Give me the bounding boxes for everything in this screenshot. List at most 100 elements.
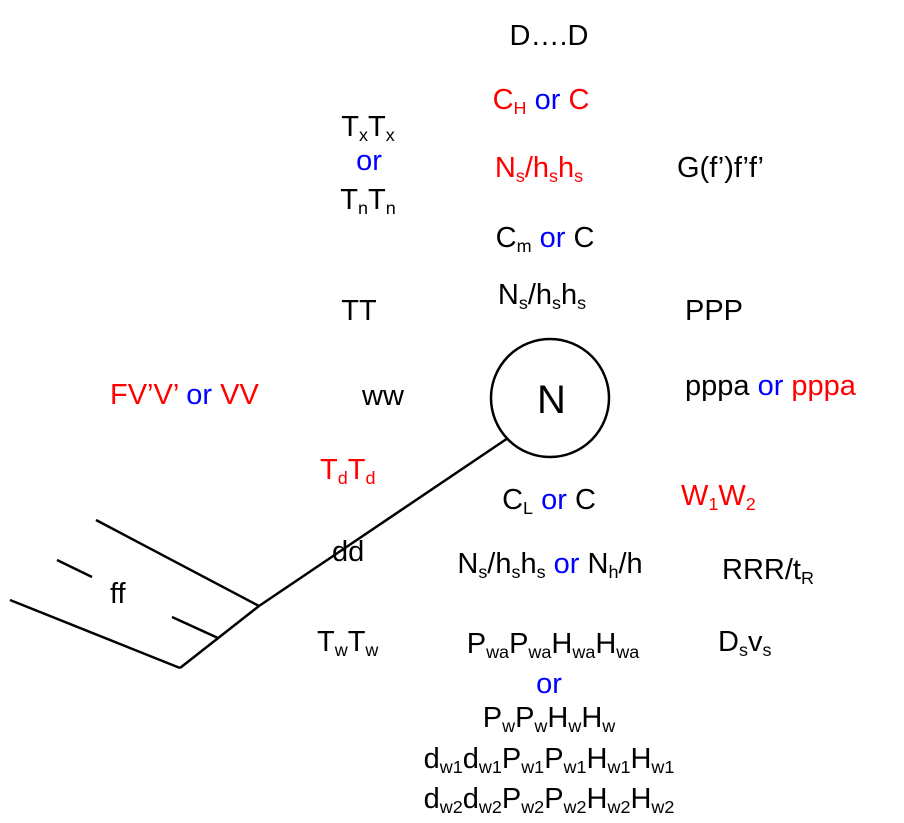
ship-motion-subscript: s (762, 640, 772, 661)
low-cloud-part: or (533, 484, 575, 516)
wind-shaft (258, 436, 509, 608)
wind-speed: ff (110, 580, 126, 609)
wind-speed-part: ff (110, 578, 126, 610)
present-weather: ww (362, 382, 404, 411)
dewpoint: TdTd (320, 454, 376, 489)
temp-max-min: TxTx (341, 111, 395, 146)
high-cloud-part: or (526, 84, 569, 116)
swell-1-part: d (423, 743, 440, 775)
precipitation-subscript: R (800, 568, 814, 589)
high-cloud: CH or C (492, 84, 590, 118)
dewpoint-part: T (320, 454, 338, 486)
swell-2-part: H (630, 783, 652, 815)
sea-temp: TwTw (317, 626, 378, 661)
wave-wa-subscript: wa (616, 642, 640, 663)
high-cloud-part: C (492, 84, 514, 116)
swell-2-subscript: w2 (478, 797, 502, 818)
temp-or-part: or (356, 145, 382, 177)
present-weather-dd: D….D (510, 22, 589, 51)
sea-temp-part: T (347, 626, 366, 658)
geopotential: G(f’)f’f’ (677, 154, 764, 183)
pressure-tendency-part: pppa (685, 370, 750, 402)
temp-min-part: T (368, 184, 386, 216)
swell-2-part: d (423, 783, 440, 815)
past-weather-part: W (681, 480, 709, 512)
swell-1: dw1dw1Pw1Pw1Hw1Hw1 (423, 743, 675, 778)
precipitation-part: RRR/t (722, 554, 801, 586)
wave-or-part: or (536, 668, 562, 700)
temp-max-min-subscript: x (385, 125, 395, 146)
pressure-tendency-part: pppa (791, 370, 856, 402)
swell-1-part: H (630, 743, 652, 775)
wave-wa: PwaPwaHwaHwa (466, 628, 640, 663)
swell-1-part: H (586, 743, 608, 775)
station-circle-letter: N (537, 378, 566, 422)
temp-max-min-subscript: x (359, 125, 368, 146)
swell-2-part: H (586, 783, 608, 815)
sky-cover-low-subscript: s (478, 562, 488, 583)
temp-max-min-part: T (341, 111, 360, 143)
temp-or: or (356, 147, 382, 176)
swell-1-subscript: w1 (521, 757, 545, 778)
wave-w-subscript: w (534, 716, 548, 737)
visibility: FV’V’ or VV (110, 381, 259, 410)
swell-1-part: d (462, 743, 479, 775)
temp-min-part: T (340, 184, 358, 216)
swell-1-part: P (501, 743, 522, 775)
sky-cover-low-subscript: s (536, 562, 546, 583)
sky-cover-high-subscript: s (549, 166, 558, 187)
temp-min: TnTn (340, 184, 396, 219)
swell-2-part: P (501, 783, 522, 815)
mid-cloud-part: or (531, 222, 574, 254)
temp-max-min-part: T (368, 111, 386, 143)
sky-cover-mid-subscript: s (552, 293, 561, 314)
sky-cover-low-part: N (587, 548, 609, 580)
ship-motion-part: v (747, 626, 763, 658)
sky-cover-mid-part: /h (527, 279, 553, 311)
sky-cover-low-part: h (520, 548, 537, 580)
swell-2-part: P (544, 783, 564, 815)
wave-wa-subscript: wa (528, 642, 552, 663)
wave-wa-subscript: wa (486, 642, 510, 663)
wind-direction: dd (332, 538, 364, 567)
ship-motion-subscript: s (738, 640, 748, 661)
sky-cover-low-part: /h (487, 548, 512, 580)
wind-barb-short-right (171, 615, 219, 640)
ship-motion: Dsvs (718, 626, 772, 661)
sky-cover-high-subscript: s (515, 166, 525, 187)
swell-2-subscript: w2 (521, 797, 545, 818)
sky-cover-low-subscript: h (608, 562, 619, 583)
low-cloud-subscript: L (523, 498, 534, 519)
sky-cover-low-part: /h (618, 548, 643, 580)
sky-cover-mid-subscript: s (518, 293, 528, 314)
wave-w: PwPwHwHw (483, 702, 616, 737)
swell-2-subscript: w2 (607, 797, 631, 818)
sky-cover-mid-part: N (497, 279, 519, 311)
sky-cover-low-part: or (545, 548, 588, 580)
sea-temp-subscript: w (334, 640, 348, 661)
sky-cover-low-part: N (457, 548, 479, 580)
sky-cover-low-subscript: s (511, 562, 521, 583)
high-cloud-part: C (568, 84, 590, 116)
past-weather-subscript: 2 (745, 494, 756, 515)
wave-w-part: H (547, 702, 569, 734)
past-weather: W1W2 (681, 480, 756, 515)
temperature-part: TT (341, 295, 377, 327)
dewpoint-subscript: d (365, 468, 376, 489)
swell-1-subscript: w1 (651, 757, 675, 778)
wave-w-subscript: w (502, 716, 516, 737)
sky-cover-mid-part: h (560, 279, 578, 311)
low-cloud: CL or C (502, 484, 596, 519)
mid-cloud: Cm or C (496, 222, 595, 256)
temp-min-subscript: n (385, 198, 396, 219)
ship-motion-part: D (718, 626, 739, 658)
wave-w-part: H (581, 702, 603, 734)
wave-wa-part: P (466, 628, 487, 660)
low-cloud-part: C (502, 484, 524, 516)
dewpoint-subscript: d (337, 468, 348, 489)
swell-1-subscript: w1 (478, 757, 502, 778)
wave-w-part: P (515, 702, 535, 734)
sky-cover-high: Ns/hshs (495, 154, 583, 187)
visibility-part: VV (220, 379, 259, 411)
wave-wa-subscript: wa (572, 642, 596, 663)
